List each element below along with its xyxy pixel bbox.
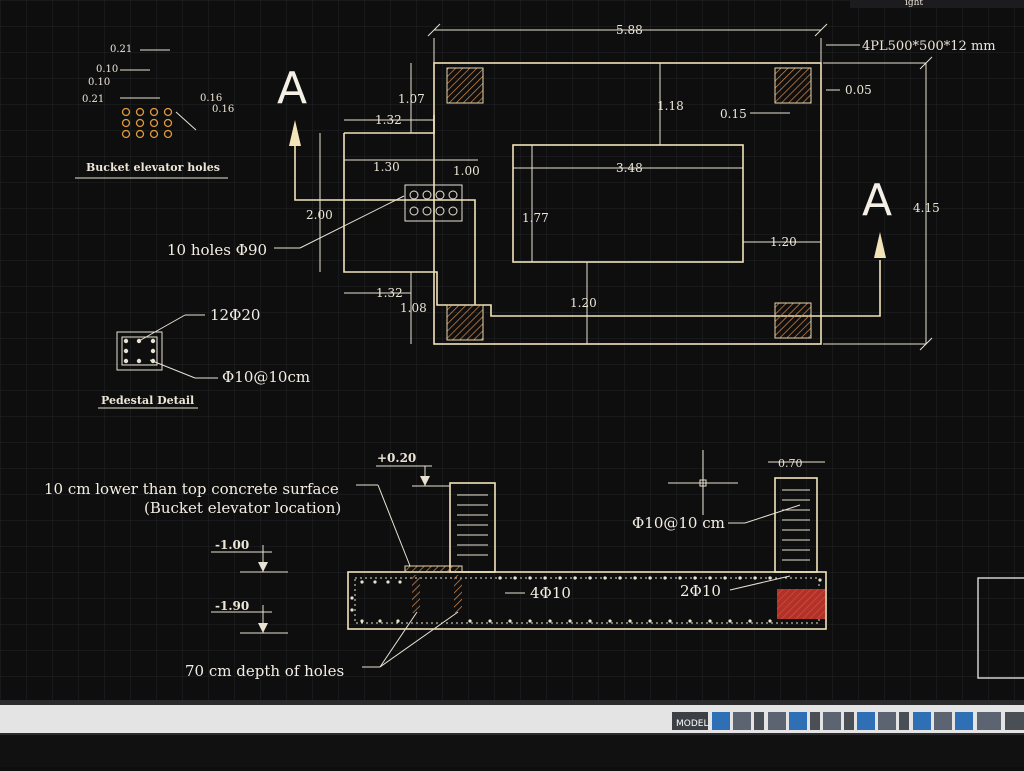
depth-note: 70 cm depth of holes <box>185 662 344 680</box>
svg-text:0.10: 0.10 <box>88 77 110 88</box>
pedestal-stirrups <box>457 489 810 561</box>
dim-120-bottom: 1.20 <box>570 296 597 310</box>
level-1: -1.00 <box>215 538 249 552</box>
svg-text:0.16: 0.16 <box>200 93 222 104</box>
section-stirrup: Φ10@10 cm <box>632 514 725 532</box>
osnap-menu-icon[interactable] <box>844 712 854 730</box>
section-pedestal-left <box>449 482 496 573</box>
hole-depth-1 <box>412 575 420 613</box>
section-leaders <box>356 484 801 668</box>
section-mark-right: A <box>862 175 892 226</box>
dim-132-top: 1.32 <box>375 113 402 127</box>
base-plate-tl <box>446 67 484 104</box>
section-arrow-right <box>874 232 886 258</box>
pedestal-stirrup: Φ10@10cm <box>222 368 310 386</box>
dim-005: 0.05 <box>845 83 872 97</box>
plan-dimensions <box>274 23 933 351</box>
status-bar: MODEL <box>672 712 1024 730</box>
plan-view: A A <box>167 23 996 351</box>
annotation-visibility-icon[interactable] <box>934 712 952 730</box>
base-plate-bl <box>446 304 484 341</box>
model-button[interactable] <box>672 712 708 730</box>
holes-label: 10 holes Φ90 <box>167 241 267 259</box>
annotation-icon[interactable] <box>913 712 931 730</box>
section-view: +0.20 -1.00 -1.90 0.70 10 cm lower than … <box>44 450 827 680</box>
note-line2: (Bucket elevator location) <box>144 499 341 517</box>
section-slab <box>347 571 827 630</box>
base-plate-br <box>774 302 812 339</box>
level-top: +0.20 <box>377 451 416 465</box>
scale-icon[interactable] <box>977 712 1001 730</box>
level-2: -1.90 <box>215 599 249 613</box>
dim-107: 1.07 <box>398 92 425 106</box>
bucket-detail: 0.21 0.10 0.10 0.21 0.16 0.16 Bucket ele… <box>75 44 234 179</box>
viewport-frame <box>977 577 1024 679</box>
bezel-bottom <box>0 735 1024 767</box>
dim-348: 3.48 <box>616 161 643 175</box>
svg-text:MODEL: MODEL <box>676 719 708 729</box>
auto-scale-icon[interactable] <box>955 712 973 730</box>
ortho-icon[interactable] <box>768 712 786 730</box>
svg-text:0.16: 0.16 <box>212 104 234 115</box>
plate-note: 4PL500*500*12 mm <box>862 39 996 54</box>
osnap-icon[interactable] <box>823 712 841 730</box>
section-pedestal-right <box>774 477 818 573</box>
dim-120-right: 1.20 <box>770 235 797 249</box>
dim-015: 0.15 <box>720 107 747 121</box>
dim-118: 1.18 <box>657 99 684 113</box>
dim-130: 1.30 <box>373 160 400 174</box>
note-line1: 10 cm lower than top concrete surface <box>44 480 339 498</box>
rebar-4: 4Φ10 <box>530 584 571 602</box>
cursor-crosshair <box>668 450 738 515</box>
customize-icon[interactable] <box>899 712 909 730</box>
svg-text:0.21: 0.21 <box>82 94 104 105</box>
otrack-icon[interactable] <box>857 712 875 730</box>
bucket-detail-title: Bucket elevator holes <box>86 161 220 174</box>
pit-outline <box>512 144 744 263</box>
svg-text:0.21: 0.21 <box>110 44 132 55</box>
section-arrow-left <box>289 120 301 146</box>
dim-height: 4.15 <box>913 201 940 215</box>
snap-menu-icon[interactable] <box>754 712 764 730</box>
holes-block <box>404 184 463 222</box>
foundation-outline <box>433 62 822 345</box>
red-hatch-block <box>777 589 825 619</box>
section-rebar-dots <box>350 576 822 623</box>
dim-132-bottom: 1.32 <box>376 286 403 300</box>
pedestal-title: Pedestal Detail <box>101 394 194 407</box>
snap-toggle-icon[interactable] <box>733 712 751 730</box>
dim-177: 1.77 <box>522 211 549 225</box>
top-right-area: ight <box>850 0 1024 8</box>
dim-top-width: 5.88 <box>616 23 643 37</box>
dim-100: 1.00 <box>453 164 480 178</box>
svg-text:ight: ight <box>905 0 923 8</box>
workspace-icon[interactable] <box>1005 712 1024 730</box>
rebar-2: 2Φ10 <box>680 582 721 600</box>
pedestal-rebar: 12Φ20 <box>210 306 260 324</box>
hole-depth-2 <box>454 575 462 613</box>
grid <box>0 0 1024 700</box>
bucket-holes-pattern <box>121 107 173 139</box>
polar-menu-icon[interactable] <box>810 712 820 730</box>
base-plate-tr <box>774 67 812 104</box>
polar-icon[interactable] <box>789 712 807 730</box>
width-070: 0.70 <box>778 457 803 470</box>
dim-108: 1.08 <box>400 301 427 315</box>
pedestal-detail: 12Φ20 Φ10@10cm Pedestal Detail <box>98 306 310 409</box>
dim-200: 2.00 <box>306 208 333 222</box>
grid-toggle-icon[interactable] <box>712 712 730 730</box>
section-mark-left: A <box>277 63 307 114</box>
bucket-surface <box>404 565 463 573</box>
lineweight-icon[interactable] <box>878 712 896 730</box>
svg-text:0.10: 0.10 <box>96 64 118 75</box>
